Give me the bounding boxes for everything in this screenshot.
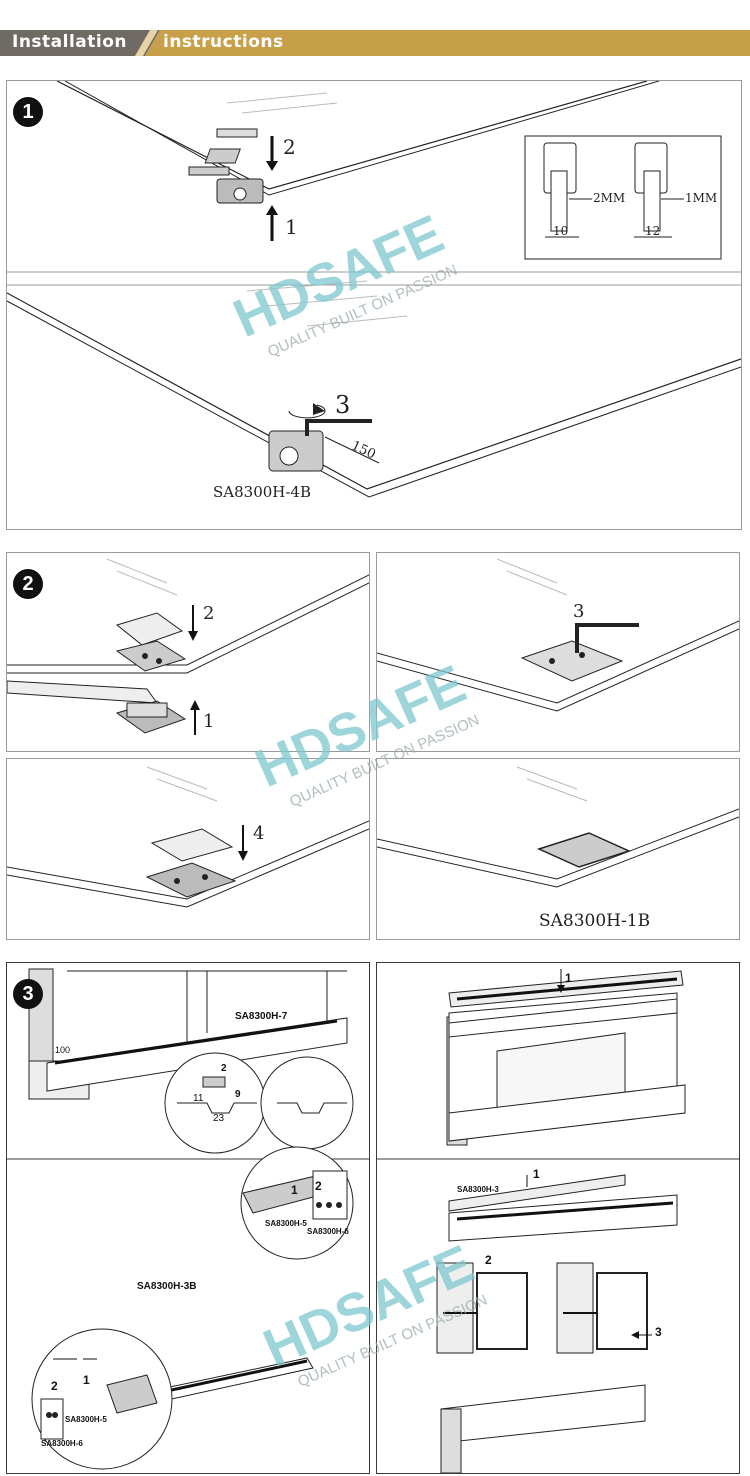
step1-gap-left-label: 2MM (593, 191, 626, 205)
step2-panel-a: 2 2 1 (6, 552, 370, 752)
step3-panel-left: 3 SA8300H-7 100 2 9 11 23 SA8300H-3B 1 2… (6, 962, 370, 1474)
step3-bot-part5-label: SA8300H-5 (65, 1415, 107, 1424)
step2-badge: 2 (13, 569, 43, 599)
step2-panel-d: SA8300H-1B (376, 758, 740, 940)
step3-top-n1-label: 1 (291, 1183, 298, 1197)
step3-c3-label: 3 (655, 1325, 662, 1339)
step3-c1-label: 1 (533, 1167, 540, 1181)
step3-badge: 3 (13, 979, 43, 1009)
step3-top-part5-label: SA8300H-5 (265, 1219, 307, 1228)
step3-dim11-label: 11 (193, 1093, 204, 1104)
header-background (0, 30, 750, 56)
step1-part-label: SA8300H-4B (213, 483, 311, 501)
step1-arrow2-label: 2 (283, 135, 296, 159)
step2-a3-label: 3 (573, 601, 585, 622)
step2a-drawing (7, 558, 369, 735)
step2c-drawing (7, 766, 369, 908)
step1-width-right-label: 12 (645, 224, 661, 238)
step3-bot-part6-label: SA8300H-6 (41, 1439, 83, 1448)
step1-drawing (7, 81, 741, 498)
header-banner: Installation instructions (0, 30, 750, 56)
step2-a2-label: 2 (203, 603, 215, 624)
step3-top-n2-label: 2 (315, 1179, 322, 1193)
step2-a1-label: 1 (203, 711, 215, 732)
step3-dim9-label: 9 (235, 1089, 241, 1100)
step3-c2-label: 2 (485, 1253, 492, 1267)
step3-track-label: SA8300H-7 (235, 1011, 288, 1022)
step1-badge: 1 (13, 97, 43, 127)
step3-top-part6-label: SA8300H-6 (307, 1227, 349, 1236)
step3-cover-label: SA8300H-3 (457, 1185, 499, 1194)
header-title-installation: Installation (12, 32, 128, 52)
header-title-instructions: instructions (163, 32, 284, 52)
step1-gap-right-label: 1MM (685, 191, 718, 205)
step2-panel-b: 3 (376, 552, 740, 752)
step3-r1-label: 1 (565, 971, 572, 985)
step3-bot-n2-label: 2 (51, 1379, 58, 1393)
step1-panel: 1 2 1 2MM 1MM 10 12 3 150 SA8300H-4B (6, 80, 742, 530)
step2d-drawing (377, 766, 739, 888)
step2-part-label: SA8300H-1B (539, 911, 651, 931)
step3-dim23-label: 23 (213, 1113, 225, 1124)
step3-left-drawing (7, 968, 369, 1470)
step3-rail-label: SA8300H-3B (137, 1281, 197, 1292)
step3-bot-n1-label: 1 (83, 1373, 90, 1387)
step2b-drawing (377, 558, 739, 712)
step3-dim2-label: 2 (221, 1063, 227, 1074)
step1-rotate-label: 3 (335, 391, 351, 419)
step2-panel-c: 4 (6, 758, 370, 940)
step1-arrow1-label: 1 (285, 215, 298, 239)
step1-width-left-label: 10 (553, 224, 569, 238)
step3-panel-right: 1 SA8300H-3 1 2 3 (376, 962, 740, 1474)
step2-a4-label: 4 (253, 823, 265, 844)
step3-dim100-label: 100 (55, 1045, 71, 1055)
step3-right-drawing (377, 969, 739, 1473)
